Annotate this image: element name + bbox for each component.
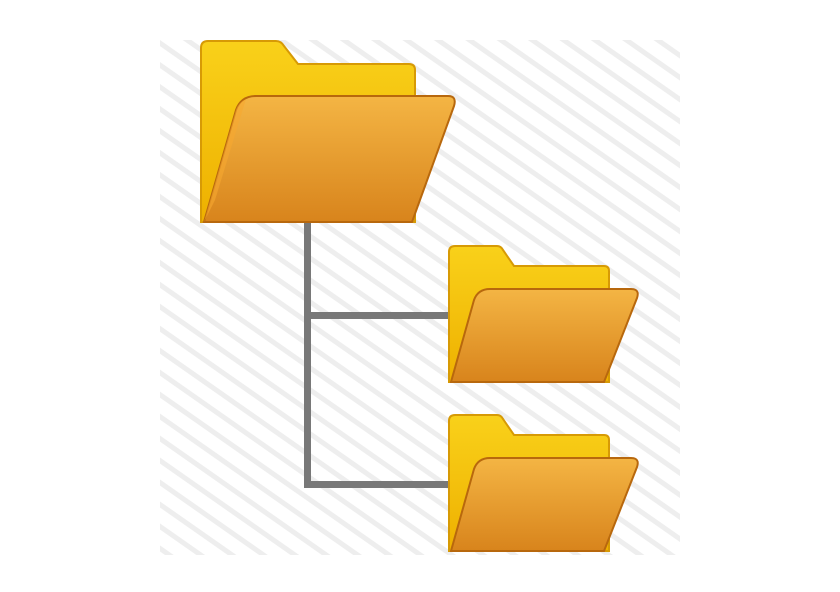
parent-folder-icon [200, 40, 456, 223]
tree-connector [304, 220, 454, 488]
child-folder-icon-1 [448, 245, 639, 383]
child-folder-icon-2 [448, 414, 639, 552]
